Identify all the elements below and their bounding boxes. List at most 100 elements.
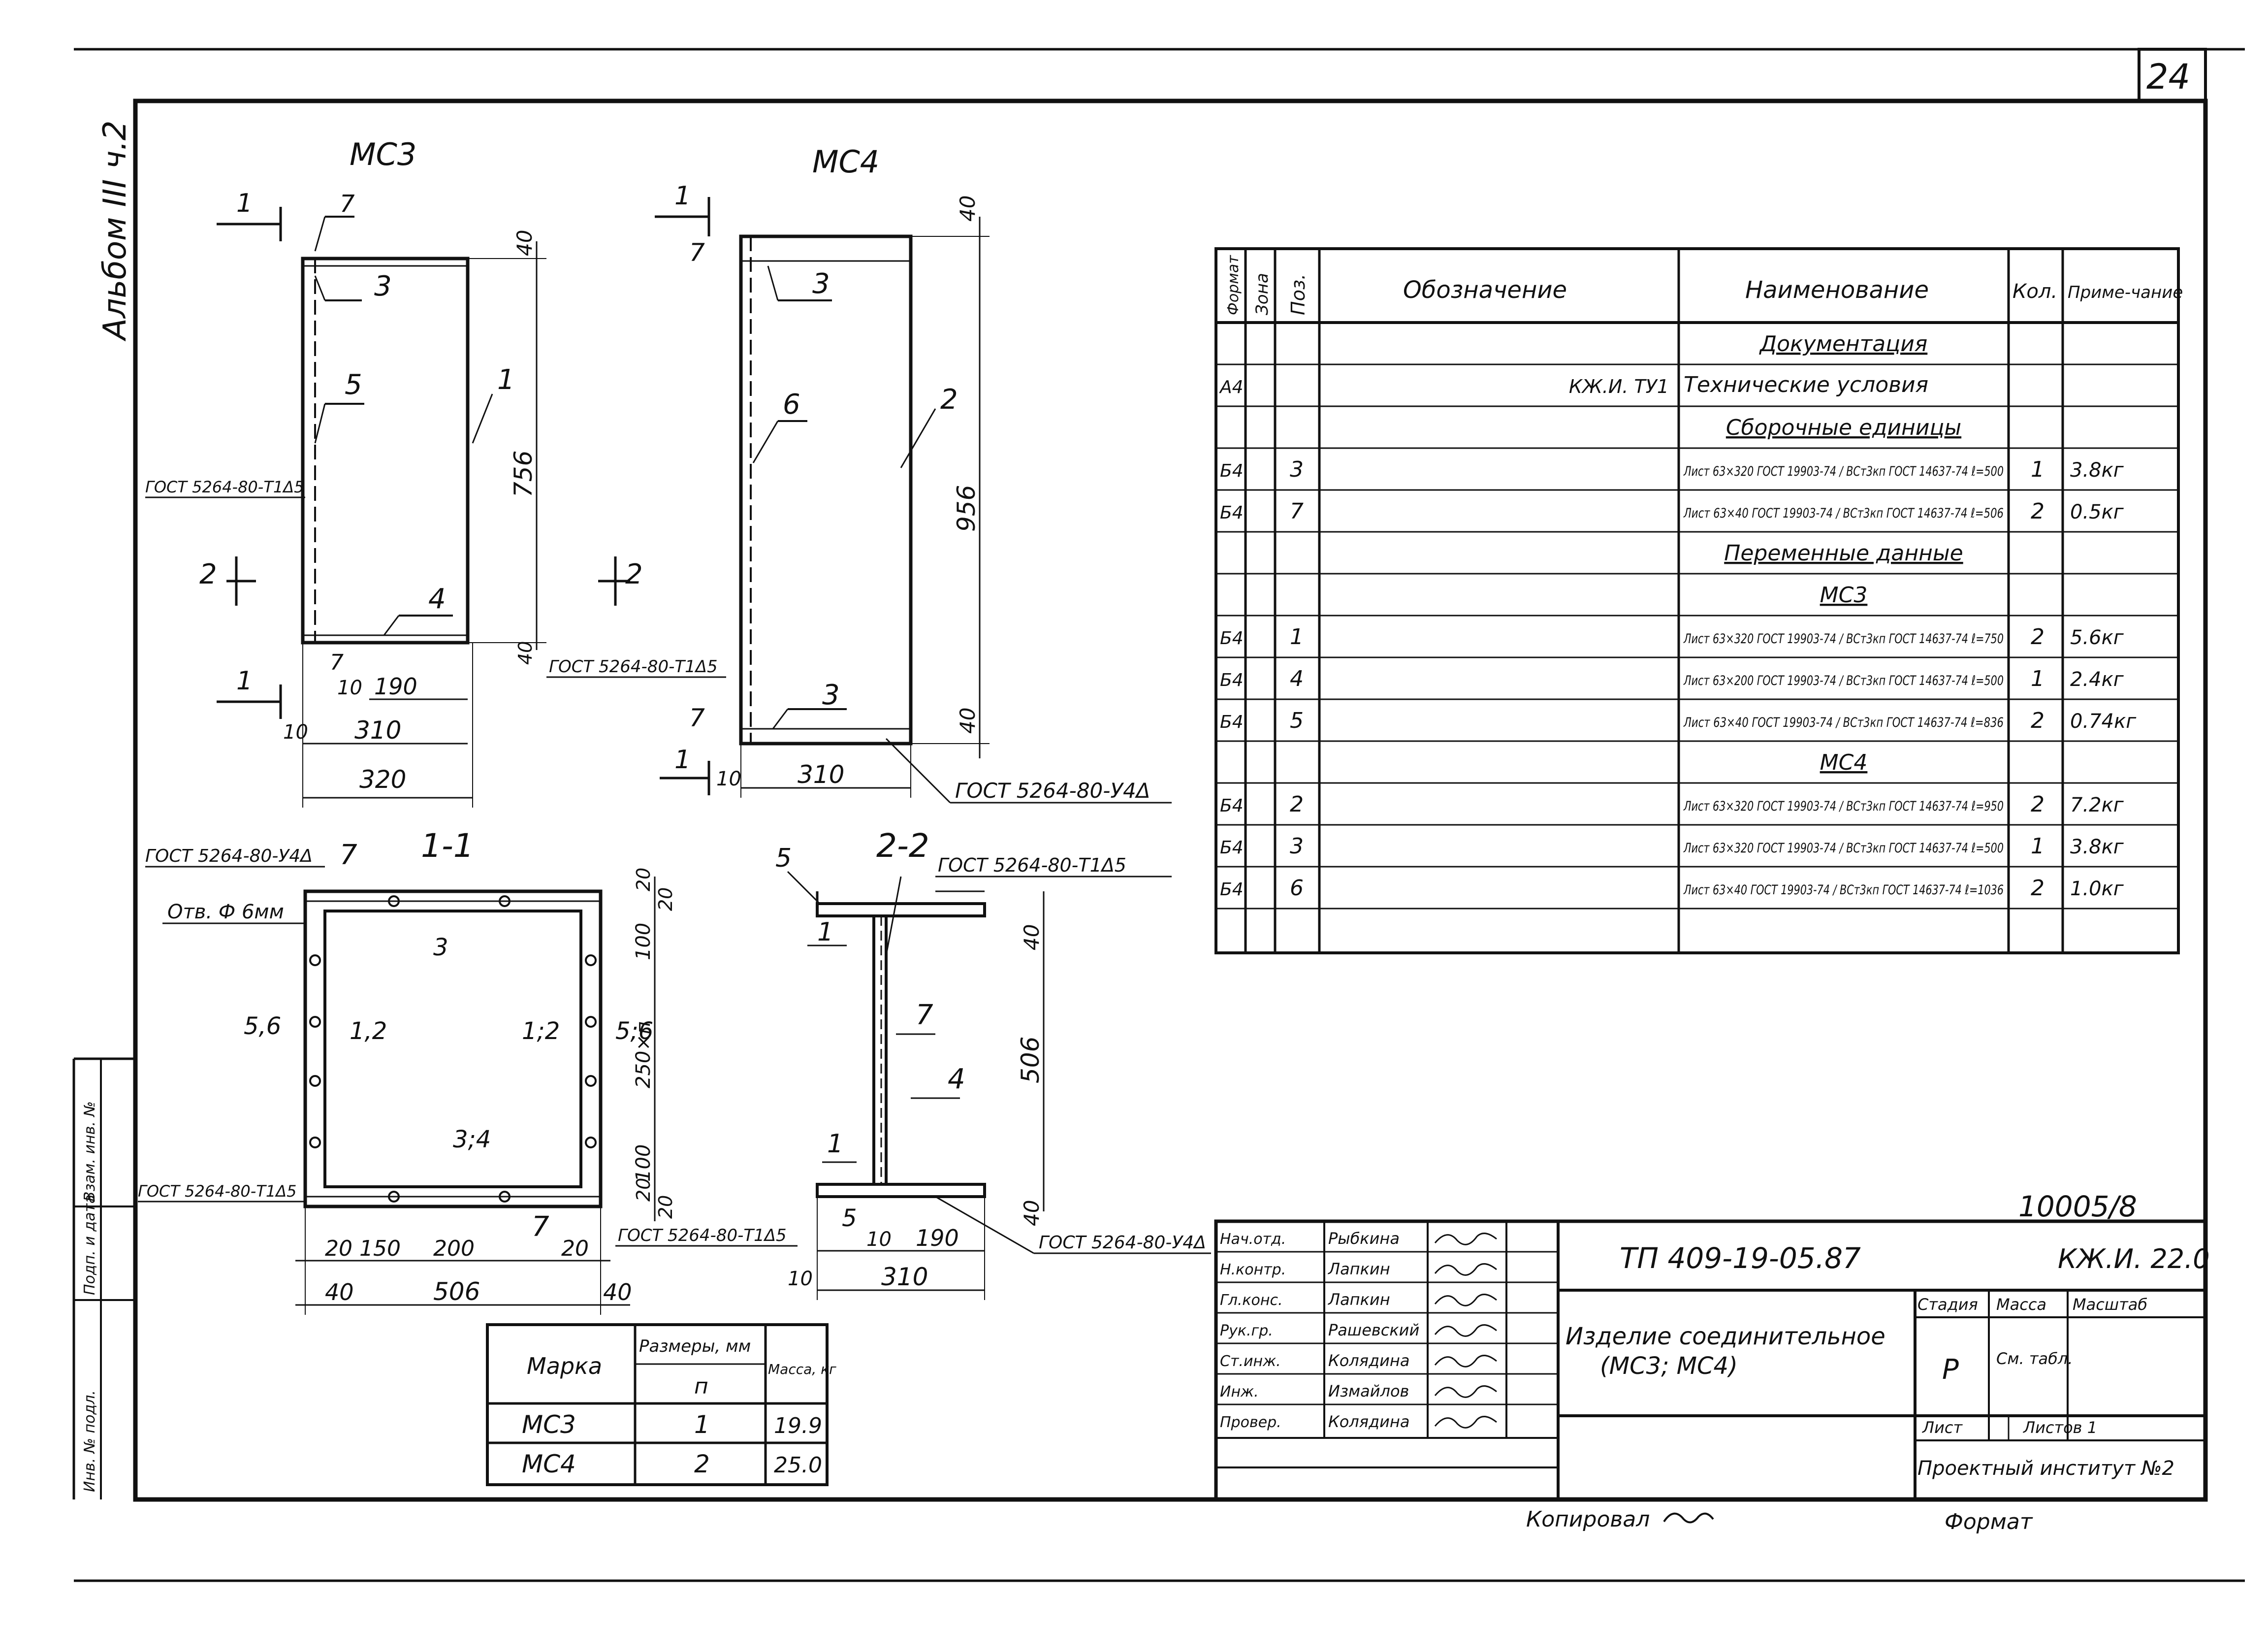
s11-dim-20a: 20 [325, 1236, 352, 1261]
drawing-mc4: МС4 3 6 2 7 3 7 40 956 40 310 10 1 1 2 [598, 144, 1172, 804]
mc3-section-2: 2 [199, 558, 217, 590]
mc4-dim-10: 10 [716, 768, 741, 790]
s11-dim-20b: 20 [561, 1236, 589, 1261]
mc3-dim-190: 190 [374, 673, 417, 700]
s22-dim-190: 190 [916, 1225, 959, 1251]
mc3-callout-1: 1 [497, 364, 515, 396]
mc4-callout-2: 2 [940, 384, 958, 416]
s11-weld-note-left: ГОСТ 5264-80-Т1Δ5 [138, 1182, 296, 1201]
s22-callout-7: 7 [916, 999, 933, 1031]
s11-hole-note: Отв. Ф 6мм [167, 901, 284, 923]
spec-cell-name: Лист 63×40 ГОСТ 19903-74 / ВСт3кп ГОСТ 1… [1683, 506, 2004, 521]
mc3-callout-4: 4 [428, 583, 446, 615]
mc3-title: МС3 [350, 136, 416, 172]
spec-cell-name: Лист 63×320 ГОСТ 19903-74 / ВСт3кп ГОСТ … [1683, 631, 2004, 647]
title-block: 10005/8 ТП 409-19-05.87 КЖ.И. 22.0 Издел… [1214, 1190, 2210, 1501]
s22-callout-1-top: 1 [817, 917, 833, 947]
specification-table: Формат Зона Поз. Обозначение Наименовани… [1214, 247, 2183, 954]
mc3-section-1-bottom: 1 [236, 666, 253, 696]
spec-section-title: Документация [1759, 331, 1928, 357]
s11-dim-r-20a: 20 [633, 868, 654, 891]
spec-cell-name: Лист 63×40 ГОСТ 19903-74 / ВСт3кп ГОСТ 1… [1683, 715, 2004, 730]
mc3-dim-10: 10 [337, 677, 362, 699]
spec-cell-note: 0.5кг [2070, 501, 2124, 523]
s22-callout-1-bottom: 1 [827, 1129, 843, 1159]
spec-cell-qty: 1 [2031, 457, 2044, 482]
mc4-weld-note: ГОСТ 5264-80-У4Δ [955, 779, 1150, 803]
mc3-callout-7: 7 [340, 190, 355, 218]
signature-row: Гл.конс. Лапкин [1220, 1290, 1497, 1309]
mc4-title: МС4 [812, 144, 879, 180]
s11-dim-506: 506 [433, 1277, 480, 1306]
spec-cell-note: 2.4кг [2070, 668, 2124, 691]
spec-row: Переменные данные [1724, 541, 1963, 566]
mark-row-2-mark: МС4 [522, 1450, 576, 1478]
spec-cell-note: 3.8кг [2070, 836, 2124, 858]
signature-role: Инж. [1220, 1383, 1259, 1400]
s11-callout-56-right: 5;6 [615, 1017, 653, 1045]
s22-weld-note-bottom: ГОСТ 5264-80-У4Δ [1039, 1233, 1206, 1253]
mc4-section-1-bottom: 1 [674, 745, 691, 775]
signature-row: Инж. Измайлов [1220, 1382, 1497, 1400]
s11-dim-r-20d: 20 [655, 1195, 676, 1219]
spec-header-qty: Кол. [2012, 280, 2057, 303]
section-1-1: 1-1 ГОСТ 5264-80-У4Δ 7 Отв. Ф 6мм 3 5,6 … [138, 827, 798, 1315]
mass-value: См. табл. [1996, 1349, 2073, 1368]
mark-row-1-mark: МС3 [522, 1410, 576, 1439]
spec-cell-format: Б4 [1220, 712, 1244, 732]
mc3-weld-note: ГОСТ 5264-80-Т1Δ5 [145, 478, 304, 496]
spec-cell-format: Б4 [1220, 670, 1244, 690]
mc3-weld-note-bottom: ГОСТ 5264-80-Т1Δ5 [549, 657, 718, 677]
s11-dim-r-100b: 100 [632, 1144, 655, 1182]
doc-description-2: (МС3; МС4) [1600, 1352, 1738, 1380]
signature-role: Гл.конс. [1220, 1292, 1283, 1309]
sheet-label: Лист [1922, 1418, 1963, 1437]
scale-label: Масштаб [2073, 1295, 2147, 1314]
signature-name: Лапкин [1328, 1260, 1390, 1278]
spec-cell-name: Лист 63×320 ГОСТ 19903-74 / ВСт3кп ГОСТ … [1683, 841, 2004, 856]
spec-header-designation: Обозначение [1403, 276, 1567, 304]
album-label: Альбом III ч.2 [97, 121, 133, 342]
mc3-callout-3: 3 [374, 270, 392, 302]
spec-cell-note: 3.8кг [2070, 459, 2124, 482]
s22-dim-10a: 10 [866, 1228, 892, 1251]
mc4-callout-6: 6 [783, 389, 800, 421]
signature-name: Лапкин [1328, 1290, 1390, 1309]
signature-scribble [1434, 1263, 1497, 1276]
s22-dim-40-bottom: 40 [1020, 1200, 1044, 1226]
doc-number: ТП 409-19-05.87 [1620, 1241, 1861, 1275]
spec-header-pos: Поз. [1287, 274, 1309, 315]
spec-cell-name: Лист 63×320 ГОСТ 19903-74 / ВСт3кп ГОСТ … [1683, 464, 2004, 479]
signature-row: Н.контр.Лапкин [1220, 1260, 1497, 1278]
s11-dim-r-20b: 20 [655, 887, 676, 911]
mc3-section-1-top: 1 [236, 189, 253, 218]
s22-dim-506: 506 [1016, 1037, 1045, 1083]
stage-value: Р [1942, 1354, 1959, 1386]
mc3-callout-7b: 7 [330, 650, 344, 675]
spec-cell-pos: 6 [1290, 876, 1304, 901]
spec-cell-name: Лист 63×40 ГОСТ 19903-74 / ВСт3кп ГОСТ 1… [1683, 882, 2004, 898]
mc4-dim-40-top: 40 [956, 195, 980, 222]
s11-callout-3: 3 [433, 934, 448, 961]
section-1-1-title: 1-1 [421, 827, 474, 865]
signature-name: Измайлов [1328, 1382, 1409, 1400]
s11-callout-12-left: 1,2 [350, 1017, 387, 1045]
sheet-number-box: 24 [2138, 48, 2207, 102]
spec-cell-designation: КЖ.И. ТУ1 [1569, 376, 1669, 397]
drawing-mc3: МС3 3 5 1 7 4 7 40 756 40 190 10 310 320… [145, 136, 726, 808]
mark-header-n: п [694, 1374, 708, 1399]
copied-label: Копировал [1526, 1507, 1650, 1532]
institute-name: Проектный институт №2 [1917, 1457, 2174, 1480]
spec-cell-format: Б4 [1220, 461, 1244, 481]
mark-row-1-mass: 19.9 [774, 1413, 822, 1438]
s11-weld-note-bottom: ГОСТ 5264-80-Т1Δ5 [618, 1226, 787, 1245]
mc3-dim-40-bottom: 40 [514, 641, 536, 665]
mc4-callout-7-top: 7 [689, 238, 705, 267]
